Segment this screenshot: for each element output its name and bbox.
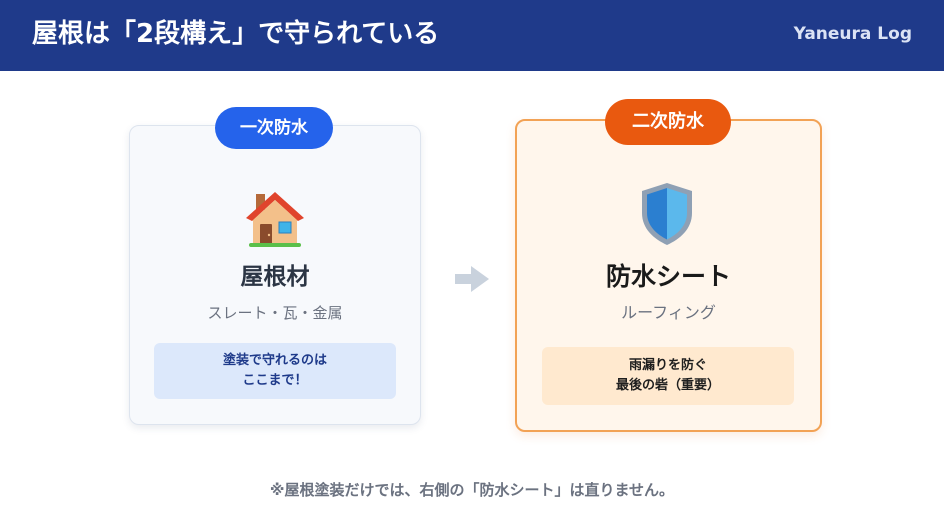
primary-card-subtitle: スレート・瓦・金属 <box>207 304 343 322</box>
house-icon <box>246 192 304 247</box>
secondary-card-title: 防水シート <box>605 262 731 291</box>
secondary-note-line1: 雨漏りを防ぐ <box>628 358 707 373</box>
primary-note-line2: ここまで！ <box>242 373 308 388</box>
header-bar: 屋根は「2段構え」で守られている Yaneura Log <box>0 0 944 71</box>
primary-note-box: 塗装で守れるのは ここまで！ <box>154 343 396 399</box>
secondary-note-line2: 最後の砦（重要） <box>615 378 720 393</box>
brand-label: Yaneura Log <box>793 24 912 44</box>
page-title: 屋根は「2段構え」で守られている <box>32 19 440 49</box>
footnote: ※屋根塗装だけでは、右側の「防水シート」は直りません。 <box>269 481 675 499</box>
secondary-note-box: 雨漏りを防ぐ 最後の砦（重要） <box>542 347 794 405</box>
shield-icon <box>642 183 692 245</box>
primary-card-title: 屋根材 <box>240 264 310 290</box>
secondary-card-subtitle: ルーフィング <box>621 303 716 322</box>
arrow-right-icon <box>455 266 489 292</box>
secondary-badge: 二次防水 <box>605 99 731 145</box>
primary-badge: 一次防水 <box>215 107 333 149</box>
primary-note-line1: 塗装で守れるのは <box>222 353 327 368</box>
